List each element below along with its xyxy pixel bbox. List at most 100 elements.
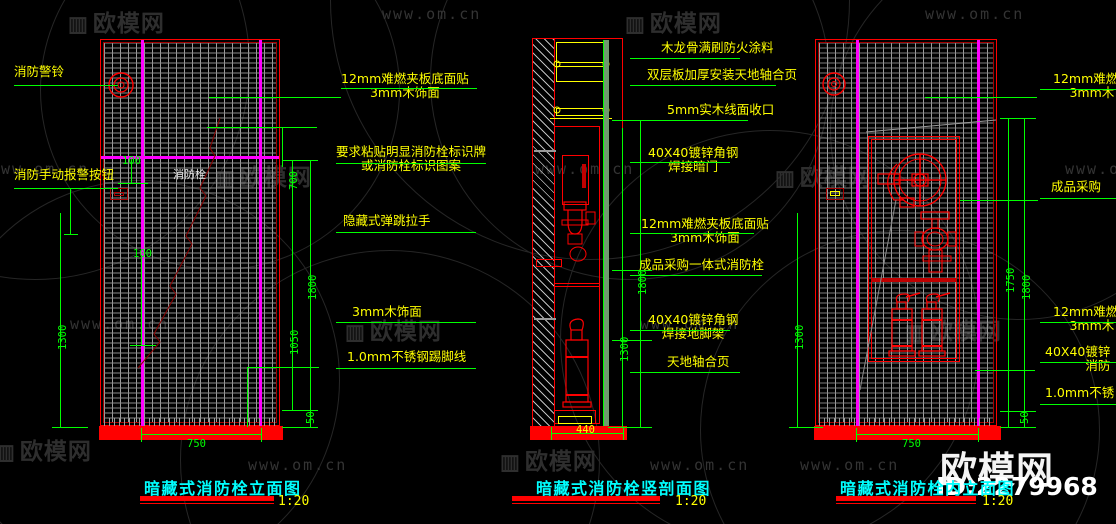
sofa-icon: ▥ — [775, 167, 795, 190]
panel1-dim-50: 50 — [305, 411, 317, 424]
panel1-skirting — [100, 427, 282, 439]
panel1-note-manual-alarm-leader — [14, 188, 118, 189]
panel1-note-manual-alarm: 消防手动报警按钮 — [14, 167, 115, 182]
panel1-dim-bottom-tickr — [261, 428, 262, 442]
panel3-valve-icon — [914, 211, 957, 273]
panel2-title-rule-thin — [512, 503, 660, 504]
panel2-note-fireproof-coating: 木龙骨满刷防火涂料 — [661, 40, 774, 55]
panel1-note-veneer: 3mm木饰面 — [352, 304, 422, 319]
panel3-fire-extinguisher-icon — [918, 292, 951, 357]
panel3-title-rule-thin — [836, 503, 976, 504]
panel1-dim-tick-d — [282, 427, 318, 428]
panel1-note-plywood-line1: 12mm难燃夹板底面贴 — [341, 71, 469, 86]
panel3-leader-diagonal — [865, 119, 997, 133]
panel3-leader-hline-2 — [960, 200, 1038, 201]
panel2-dim-bottom-l — [551, 427, 552, 440]
panel3-dashline — [819, 42, 993, 423]
panel1-note-plywood: 12mm难燃夹板底面贴 3mm木饰面 — [341, 72, 469, 99]
panel2-ceiling-rail-1 — [556, 62, 609, 63]
watermark-logo: ▥欧模网 — [68, 10, 165, 36]
panel2-note-pivot-hinge-leader — [630, 372, 740, 373]
watermark-url: www.om.cn — [382, 5, 482, 23]
panel1-dashline — [104, 42, 276, 423]
panel2-valve-icon — [561, 201, 596, 262]
panel1-dim-100-top-line — [118, 183, 148, 184]
panel2-dim-tick3 — [612, 340, 652, 341]
panel1-dim-100-mid: 100 — [133, 248, 152, 260]
panel2-dim-tick4 — [608, 427, 652, 428]
panel1-manual-alarm-button — [110, 188, 128, 200]
panel2-note-double-board-hinge: 双层板加厚安装天地轴合页 — [647, 67, 798, 82]
panel1-note-plywood-arrow — [209, 97, 341, 98]
panel2-title: 暗藏式消防栓竖剖面图 — [536, 479, 712, 498]
panel2-wall-hatch — [533, 39, 554, 427]
panel3-hose-reel-icon — [877, 153, 947, 208]
sofa-icon: ▥ — [68, 13, 88, 36]
panel3-note-plywood-top: 12mm难燃夹 3mm木 — [1053, 72, 1116, 99]
panel3-dim-bottom-tickl — [856, 428, 857, 442]
panel1-note-signage-leader — [336, 163, 486, 164]
watermark-url: www.om.cn — [640, 315, 740, 333]
panel1-dim-tick-b — [247, 367, 319, 368]
panel1-dim-100-mid-v — [141, 255, 142, 345]
panel2-wall-arrow-top — [534, 150, 556, 152]
panel3-dim-right-inner — [1008, 118, 1009, 427]
panel3-note-angle-steel-leader — [1040, 362, 1116, 363]
panel2-door-leaf — [604, 40, 609, 426]
panel1-skirting-outline — [99, 426, 283, 440]
panel1-dim-700: 700 — [288, 171, 300, 190]
panel1-scale: 1:20 — [278, 494, 310, 509]
watermark-url: www.om.cn — [650, 456, 750, 474]
panel3-dim-1750: 1750 — [1005, 267, 1017, 293]
panel3-note-skirting-leader — [1040, 404, 1116, 405]
panel1-dim-left-tick — [52, 427, 88, 428]
panel2-note-angle-steel-base: 40X40镀锌角钢 焊接地脚架 — [648, 313, 738, 340]
panel3-note-plywood-top-l2: 3mm木 — [1069, 84, 1115, 100]
panel3-note-angle-steel-l2: 消防 — [1085, 357, 1111, 373]
panel3-note-plywood-bottom-l1: 12mm难燃夹 — [1053, 304, 1116, 319]
panel3-leader-hline-1 — [925, 97, 1037, 98]
panel3-dim-750: 750 — [902, 438, 921, 450]
sofa-icon: ▥ — [625, 13, 645, 36]
panel2-dim-bottom — [551, 433, 623, 434]
sofa-icon: ▥ — [345, 321, 365, 344]
panel2-note-angle-steel-base-leader — [630, 330, 730, 331]
panel2-base-frame-yellow — [558, 416, 592, 424]
panel2-dim-outer — [640, 120, 641, 427]
panel1-note-skirting-leader — [336, 368, 476, 369]
panel1-dim-tick-a — [282, 160, 318, 161]
panel3-dim-bottom-line — [856, 434, 978, 435]
panel1-break-line — [137, 117, 221, 369]
panel2-title-rule — [512, 496, 660, 501]
watermark-logo: ▥欧模网 — [625, 10, 722, 36]
panel3-dim-bottom-tickr — [978, 428, 979, 442]
sofa-icon: ▥ — [0, 441, 15, 464]
panel1-manual-alarm-inner — [114, 192, 124, 196]
panel1-dim-700-v — [282, 127, 283, 167]
panel1-note-pull-handle-leader — [336, 232, 476, 233]
panel2-hydrant-box — [562, 155, 589, 205]
panel1-dim-750: 750 — [187, 438, 206, 450]
panel3-dim-tick-lowmid — [975, 370, 1035, 371]
panel3-title: 暗藏式消防栓内立面图 — [840, 479, 1016, 498]
watermark-url: www.om.cn — [1065, 160, 1116, 178]
panel1-dim-step — [247, 367, 248, 427]
panel3-dim-left-tick — [789, 427, 823, 428]
panel2-dim-440: 440 — [576, 424, 595, 436]
panel2-note-fireproof-leader — [630, 58, 740, 59]
panel1-note-manual-alarm-foot — [64, 234, 78, 235]
panel3-note-plywood-top-leader — [1040, 89, 1116, 90]
panel3-skirting-hatch — [819, 418, 993, 426]
panel3-note-plywood-bottom: 12mm难燃夹 3mm木 — [1053, 305, 1116, 332]
panel2-note-plywood-leader — [630, 233, 754, 234]
panel3-fire-extinguisher-icon — [888, 292, 921, 357]
panel3-note-angle-steel-l1: 40X40镀锌 — [1045, 344, 1111, 359]
panel1-dim-1800: 1800 — [307, 274, 319, 300]
panel3-manual-alarm-inner — [830, 191, 840, 196]
panel2-note-solid-wood-trim: 5mm实木线面收口 — [667, 102, 775, 117]
panel2-note-angle-steel-door-l1: 40X40镀锌角钢 — [648, 145, 739, 160]
panel3-title-rule — [836, 496, 976, 501]
panel1-note-signage-line2: 或消防栓标识图案 — [361, 157, 462, 173]
panel3-note-plywood-bottom-l2: 3mm木 — [1069, 317, 1115, 333]
panel1-title-rule-thin — [140, 503, 274, 504]
